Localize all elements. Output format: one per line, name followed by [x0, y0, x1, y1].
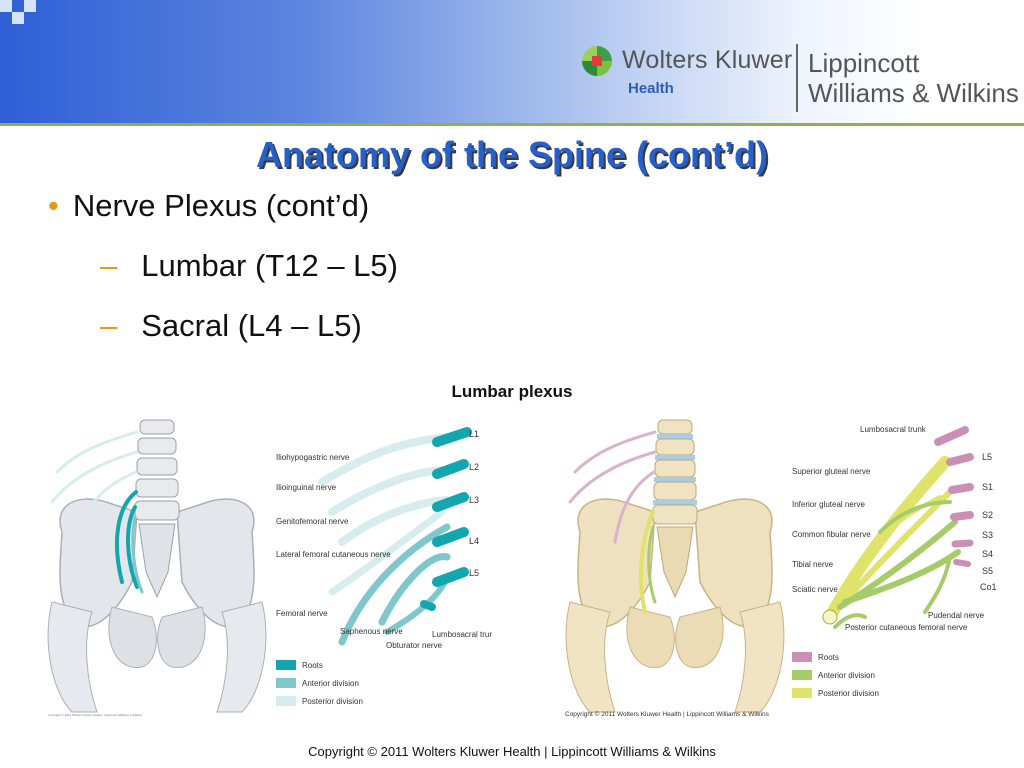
level-label: S1	[982, 482, 993, 492]
nerve-label: Obturator nerve	[386, 641, 443, 650]
level-label: S5	[982, 566, 993, 576]
level-label: L5	[982, 452, 992, 462]
level-label: S4	[982, 549, 993, 559]
footer-copyright: Copyright © 2011 Wolters Kluwer Health |…	[308, 744, 716, 759]
legend-label: Roots	[818, 653, 839, 662]
level-label: L5	[469, 568, 479, 578]
bullet-item: • Nerve Plexus (cont’d)	[48, 188, 369, 224]
nerve-label: Sciatic nerve	[792, 585, 838, 594]
nerve-label: Genitofemoral nerve	[276, 517, 349, 526]
dash-icon: –	[100, 248, 118, 283]
legend-label: Anterior division	[302, 679, 359, 688]
level-label: L4	[469, 536, 479, 546]
level-label: L3	[469, 495, 479, 505]
nerve-label: Femoral nerve	[276, 609, 328, 618]
partner-line-2: Williams & Wilkins	[808, 78, 1019, 108]
bullet-text: Nerve Plexus (cont’d)	[72, 188, 370, 223]
sub-bullet-item: –Sacral (L4 – L5)	[100, 308, 362, 344]
level-label: L2	[469, 462, 479, 472]
level-label: Co1	[980, 582, 997, 592]
nerve-label: Lateral femoral cutaneous nerve	[276, 550, 391, 559]
partner-line-1: Lippincott	[808, 48, 920, 78]
decor-square	[12, 12, 24, 24]
decor-square	[0, 0, 12, 12]
publisher-logo: Wolters Kluwer Health Lippincott William…	[582, 40, 1022, 120]
nerve-label: Inferior gluteal nerve	[792, 500, 865, 509]
header-banner: Wolters Kluwer Health Lippincott William…	[0, 0, 1024, 126]
lumbar-schematic	[318, 427, 472, 646]
nerve-label: Lumbosacral trunk	[432, 630, 492, 639]
nerve-label: Lumbosacral trunk	[860, 425, 927, 434]
legend-label: Anterior division	[818, 671, 875, 680]
brand-name: Wolters Kluwer	[622, 46, 793, 74]
dash-icon: –	[100, 308, 118, 343]
sub-bullet-text: Lumbar (T12 – L5)	[141, 248, 398, 283]
figure-copyright: Copyright © 2011 Wolters Kluwer Health |…	[565, 710, 770, 718]
nerve-label: Ilioinguinal nerve	[276, 483, 337, 492]
brand-sub: Health	[628, 80, 674, 97]
legend-label: Posterior division	[818, 689, 879, 698]
logo-divider	[796, 44, 798, 112]
lumbar-nerves-illustration	[50, 430, 144, 594]
wolters-kluwer-globe-icon	[582, 46, 612, 76]
legend-label: Posterior division	[302, 697, 363, 706]
nerve-label: Tibial nerve	[792, 560, 834, 569]
nerve-label: Common fibular nerve	[792, 530, 871, 539]
nerve-label: Saphenous nerve	[340, 627, 403, 636]
slide-title: Anatomy of the Spine (cont’d)	[256, 134, 768, 175]
legend: Roots Anterior division Posterior divisi…	[276, 660, 363, 706]
figure-copyright: Copyright © 2011 Wolters Kluwer Health |…	[48, 713, 143, 717]
decor-square	[24, 0, 36, 12]
sacral-plexus-figure: L5 S1 S2 S3 S4 S5 Co1 Lumbosacral trunk …	[565, 419, 997, 718]
level-label: S2	[982, 510, 993, 520]
nerve-label: Pudendal nerve	[928, 611, 985, 620]
lumbar-plexus-figure: L1 L2 L3 L4 L5 Iliohypogastric nerve Ili…	[47, 419, 492, 717]
bullet-dot-icon: •	[48, 188, 59, 223]
nerve-label: Posterior cutaneous femoral nerve	[845, 623, 968, 632]
sub-bullet-item: –Lumbar (T12 – L5)	[100, 248, 398, 284]
sub-bullet-text: Sacral (L4 – L5)	[141, 308, 362, 343]
pelvis-illustration	[565, 419, 785, 713]
legend-label: Roots	[302, 661, 323, 670]
header-rule	[0, 123, 1024, 126]
level-label: L1	[469, 429, 479, 439]
figure-caption: Lumbar plexus	[451, 382, 573, 401]
sacral-nerves-illustration	[568, 430, 657, 614]
sacral-schematic	[822, 426, 974, 629]
nerve-label: Superior gluteal nerve	[792, 467, 871, 476]
pelvis-illustration	[47, 419, 267, 713]
nerve-label: Iliohypogastric nerve	[276, 453, 350, 462]
legend: Roots Anterior division Posterior divisi…	[792, 652, 879, 698]
level-label: S3	[982, 530, 993, 540]
